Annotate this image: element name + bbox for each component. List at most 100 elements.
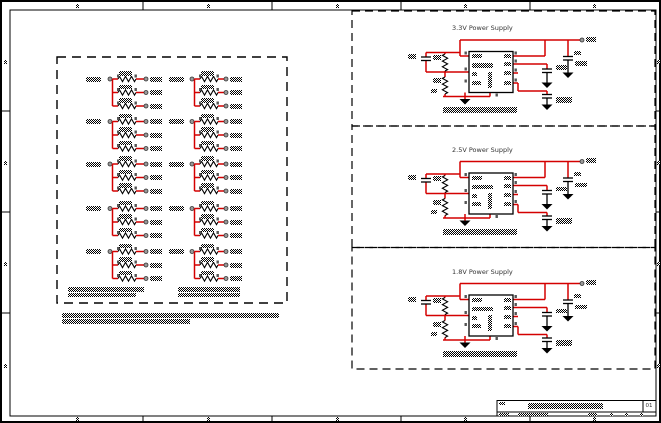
pin-number xyxy=(199,130,202,134)
net-pad xyxy=(143,262,149,268)
pin-number xyxy=(495,337,498,340)
ic-pin-name xyxy=(472,306,493,311)
cap-label xyxy=(556,308,567,313)
net-junction-pad xyxy=(107,76,113,82)
pin-number xyxy=(216,186,219,190)
net-label xyxy=(229,119,242,124)
zone-label xyxy=(656,364,660,368)
ground-symbol xyxy=(541,104,553,110)
title-block xyxy=(496,400,657,413)
resistor xyxy=(117,131,137,139)
resistor xyxy=(441,53,449,72)
pin-number xyxy=(117,144,120,147)
net-pad xyxy=(143,276,149,281)
net-label xyxy=(229,188,242,194)
resistor xyxy=(117,231,137,240)
resistor xyxy=(117,160,137,168)
net-pad xyxy=(223,146,229,151)
regulator-part-number xyxy=(443,228,517,235)
resistor-label xyxy=(431,332,437,336)
zone-label xyxy=(656,262,660,266)
resistor-refdes xyxy=(119,98,132,103)
ground-symbol xyxy=(562,194,574,200)
net-flag-pad xyxy=(579,37,585,43)
net-label xyxy=(149,146,162,151)
net-pad xyxy=(143,90,149,95)
pin-number xyxy=(216,247,219,250)
zone-label xyxy=(207,417,210,421)
pin-number xyxy=(117,260,120,264)
zone-label xyxy=(336,4,339,8)
resistor xyxy=(117,247,137,256)
cap-label xyxy=(408,175,416,180)
resistor-label xyxy=(431,210,437,214)
net-label xyxy=(86,161,101,167)
net-pad xyxy=(143,219,149,225)
zone-label xyxy=(4,60,7,64)
net-junction-pad xyxy=(107,119,113,124)
pin-number xyxy=(464,201,467,204)
title-block-mark xyxy=(610,413,613,416)
pin-number xyxy=(199,217,202,221)
ic-pin-name xyxy=(503,314,511,319)
zone-label xyxy=(4,364,7,368)
net-junction-pad xyxy=(189,76,195,82)
pin-number xyxy=(199,117,202,120)
resistor xyxy=(117,218,137,226)
pin-number xyxy=(216,130,219,134)
resistor xyxy=(117,261,137,269)
ic-pin-name xyxy=(472,315,477,320)
net-label xyxy=(169,206,184,211)
resistor xyxy=(117,173,137,182)
pin-number xyxy=(514,190,517,193)
resistor-refdes xyxy=(119,113,132,118)
net-label xyxy=(149,206,162,211)
ic-pin-name xyxy=(503,71,511,75)
net-label xyxy=(149,219,162,225)
net-label xyxy=(86,206,101,211)
net-pad xyxy=(143,233,149,238)
pin-number xyxy=(117,88,120,91)
resistor-label xyxy=(432,54,441,60)
pin-number xyxy=(117,186,120,190)
resistor-refdes xyxy=(119,270,132,275)
resistor-refdes xyxy=(119,257,132,262)
ic-pin-name xyxy=(472,324,481,328)
title-block-mark xyxy=(640,413,643,416)
net-label xyxy=(169,161,184,167)
net-pad xyxy=(143,188,149,194)
pin-number xyxy=(199,74,202,78)
net-flag-label xyxy=(586,36,596,42)
zone-label xyxy=(656,60,660,64)
title-block-title xyxy=(528,403,603,409)
pin-number xyxy=(514,173,517,176)
ic-pin-name xyxy=(503,192,511,197)
resistor xyxy=(117,75,137,83)
cap-label xyxy=(556,65,567,70)
pin-number xyxy=(514,295,517,298)
title-block-mark xyxy=(625,413,628,416)
pin-number xyxy=(514,303,517,306)
pin-number xyxy=(199,204,202,207)
pin-number xyxy=(199,159,202,163)
resistor-refdes xyxy=(201,243,214,248)
power-supply-section-box xyxy=(351,246,656,370)
net-label xyxy=(229,132,242,138)
net-label xyxy=(149,233,162,238)
pin-number xyxy=(199,260,202,264)
net-label xyxy=(149,161,162,167)
net-flag-pad xyxy=(579,159,585,164)
pin-number xyxy=(134,217,137,221)
net-pad xyxy=(143,146,149,151)
ground-symbol xyxy=(459,220,471,226)
pin-number xyxy=(216,173,219,176)
net-pad xyxy=(143,161,149,167)
ic-pin-name xyxy=(472,297,482,302)
pin-number xyxy=(216,217,219,221)
resistor-refdes xyxy=(119,71,132,76)
net-pad xyxy=(223,219,229,225)
net-label xyxy=(86,76,101,82)
pin-number xyxy=(199,173,202,176)
